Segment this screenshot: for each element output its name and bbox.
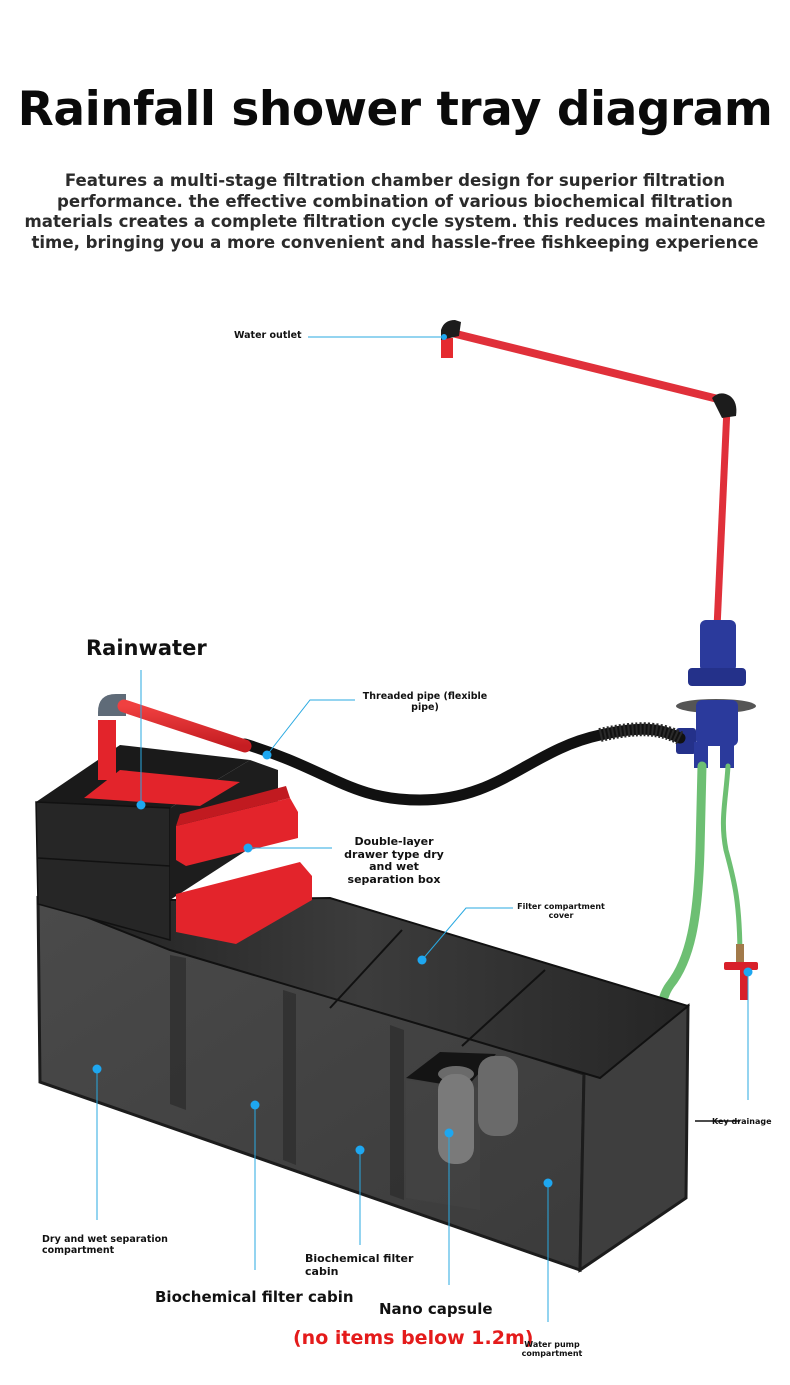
label-filter-cover: Filter compartment cover xyxy=(517,902,605,921)
callout-dot-nano xyxy=(444,1128,454,1138)
label-nano-warning: (no items below 1.2m) xyxy=(293,1327,534,1349)
gray-elbow-fitting xyxy=(98,694,126,716)
elbow-fitting-right xyxy=(712,393,737,418)
callout-dot-pump xyxy=(543,1178,553,1188)
callout-dot-dry-wet xyxy=(92,1064,102,1074)
sump-tank xyxy=(36,895,691,1273)
callout-dot-drawer xyxy=(243,843,253,853)
page-description: Features a multi-stage filtration chambe… xyxy=(24,171,766,252)
lower-drawer xyxy=(176,862,312,944)
label-drawer-box: Double-layer drawer type dry and wet sep… xyxy=(344,835,444,886)
upper-drawer xyxy=(176,798,298,866)
callout-dot-threaded-pipe xyxy=(262,750,272,760)
label-dry-wet-compartment: Dry and wet separation compartment xyxy=(42,1234,168,1256)
label-water-outlet: Water outlet xyxy=(234,330,302,341)
drawer-box xyxy=(35,694,312,944)
label-key-drainage: Key drainage xyxy=(712,1117,772,1126)
pump-union-fitting xyxy=(676,620,756,768)
callout-line-threaded-pipe xyxy=(266,699,355,756)
label-pump-compartment: Water pump compartment xyxy=(521,1340,583,1359)
callout-dot-key-drainage xyxy=(743,967,753,977)
label-biochem-cabin-large: Biochemical filter cabin xyxy=(155,1288,354,1306)
green-drain-hose xyxy=(720,763,743,963)
label-threaded-pipe: Threaded pipe (flexible pipe) xyxy=(362,691,488,713)
callout-line-filter-cover xyxy=(421,907,513,961)
flexible-hose xyxy=(239,723,686,806)
callout-dot-rainwater xyxy=(136,800,146,810)
page-title: Rainfall shower tray diagram xyxy=(17,82,773,137)
callout-lines xyxy=(96,336,749,1322)
label-rainwater: Rainwater xyxy=(86,636,207,660)
callout-dot-water-outlet xyxy=(441,334,447,340)
label-nano-capsule: Nano capsule xyxy=(379,1300,493,1318)
nano-capsule xyxy=(438,1074,474,1164)
callout-dot-biochem-2 xyxy=(355,1145,365,1155)
label-biochem-cabin-small: Biochemical filter cabin xyxy=(305,1252,414,1278)
callout-dot-biochem-1 xyxy=(250,1100,260,1110)
callout-dots xyxy=(92,334,753,1188)
callout-dot-filter-cover xyxy=(417,955,427,965)
return-pipe xyxy=(441,320,737,629)
